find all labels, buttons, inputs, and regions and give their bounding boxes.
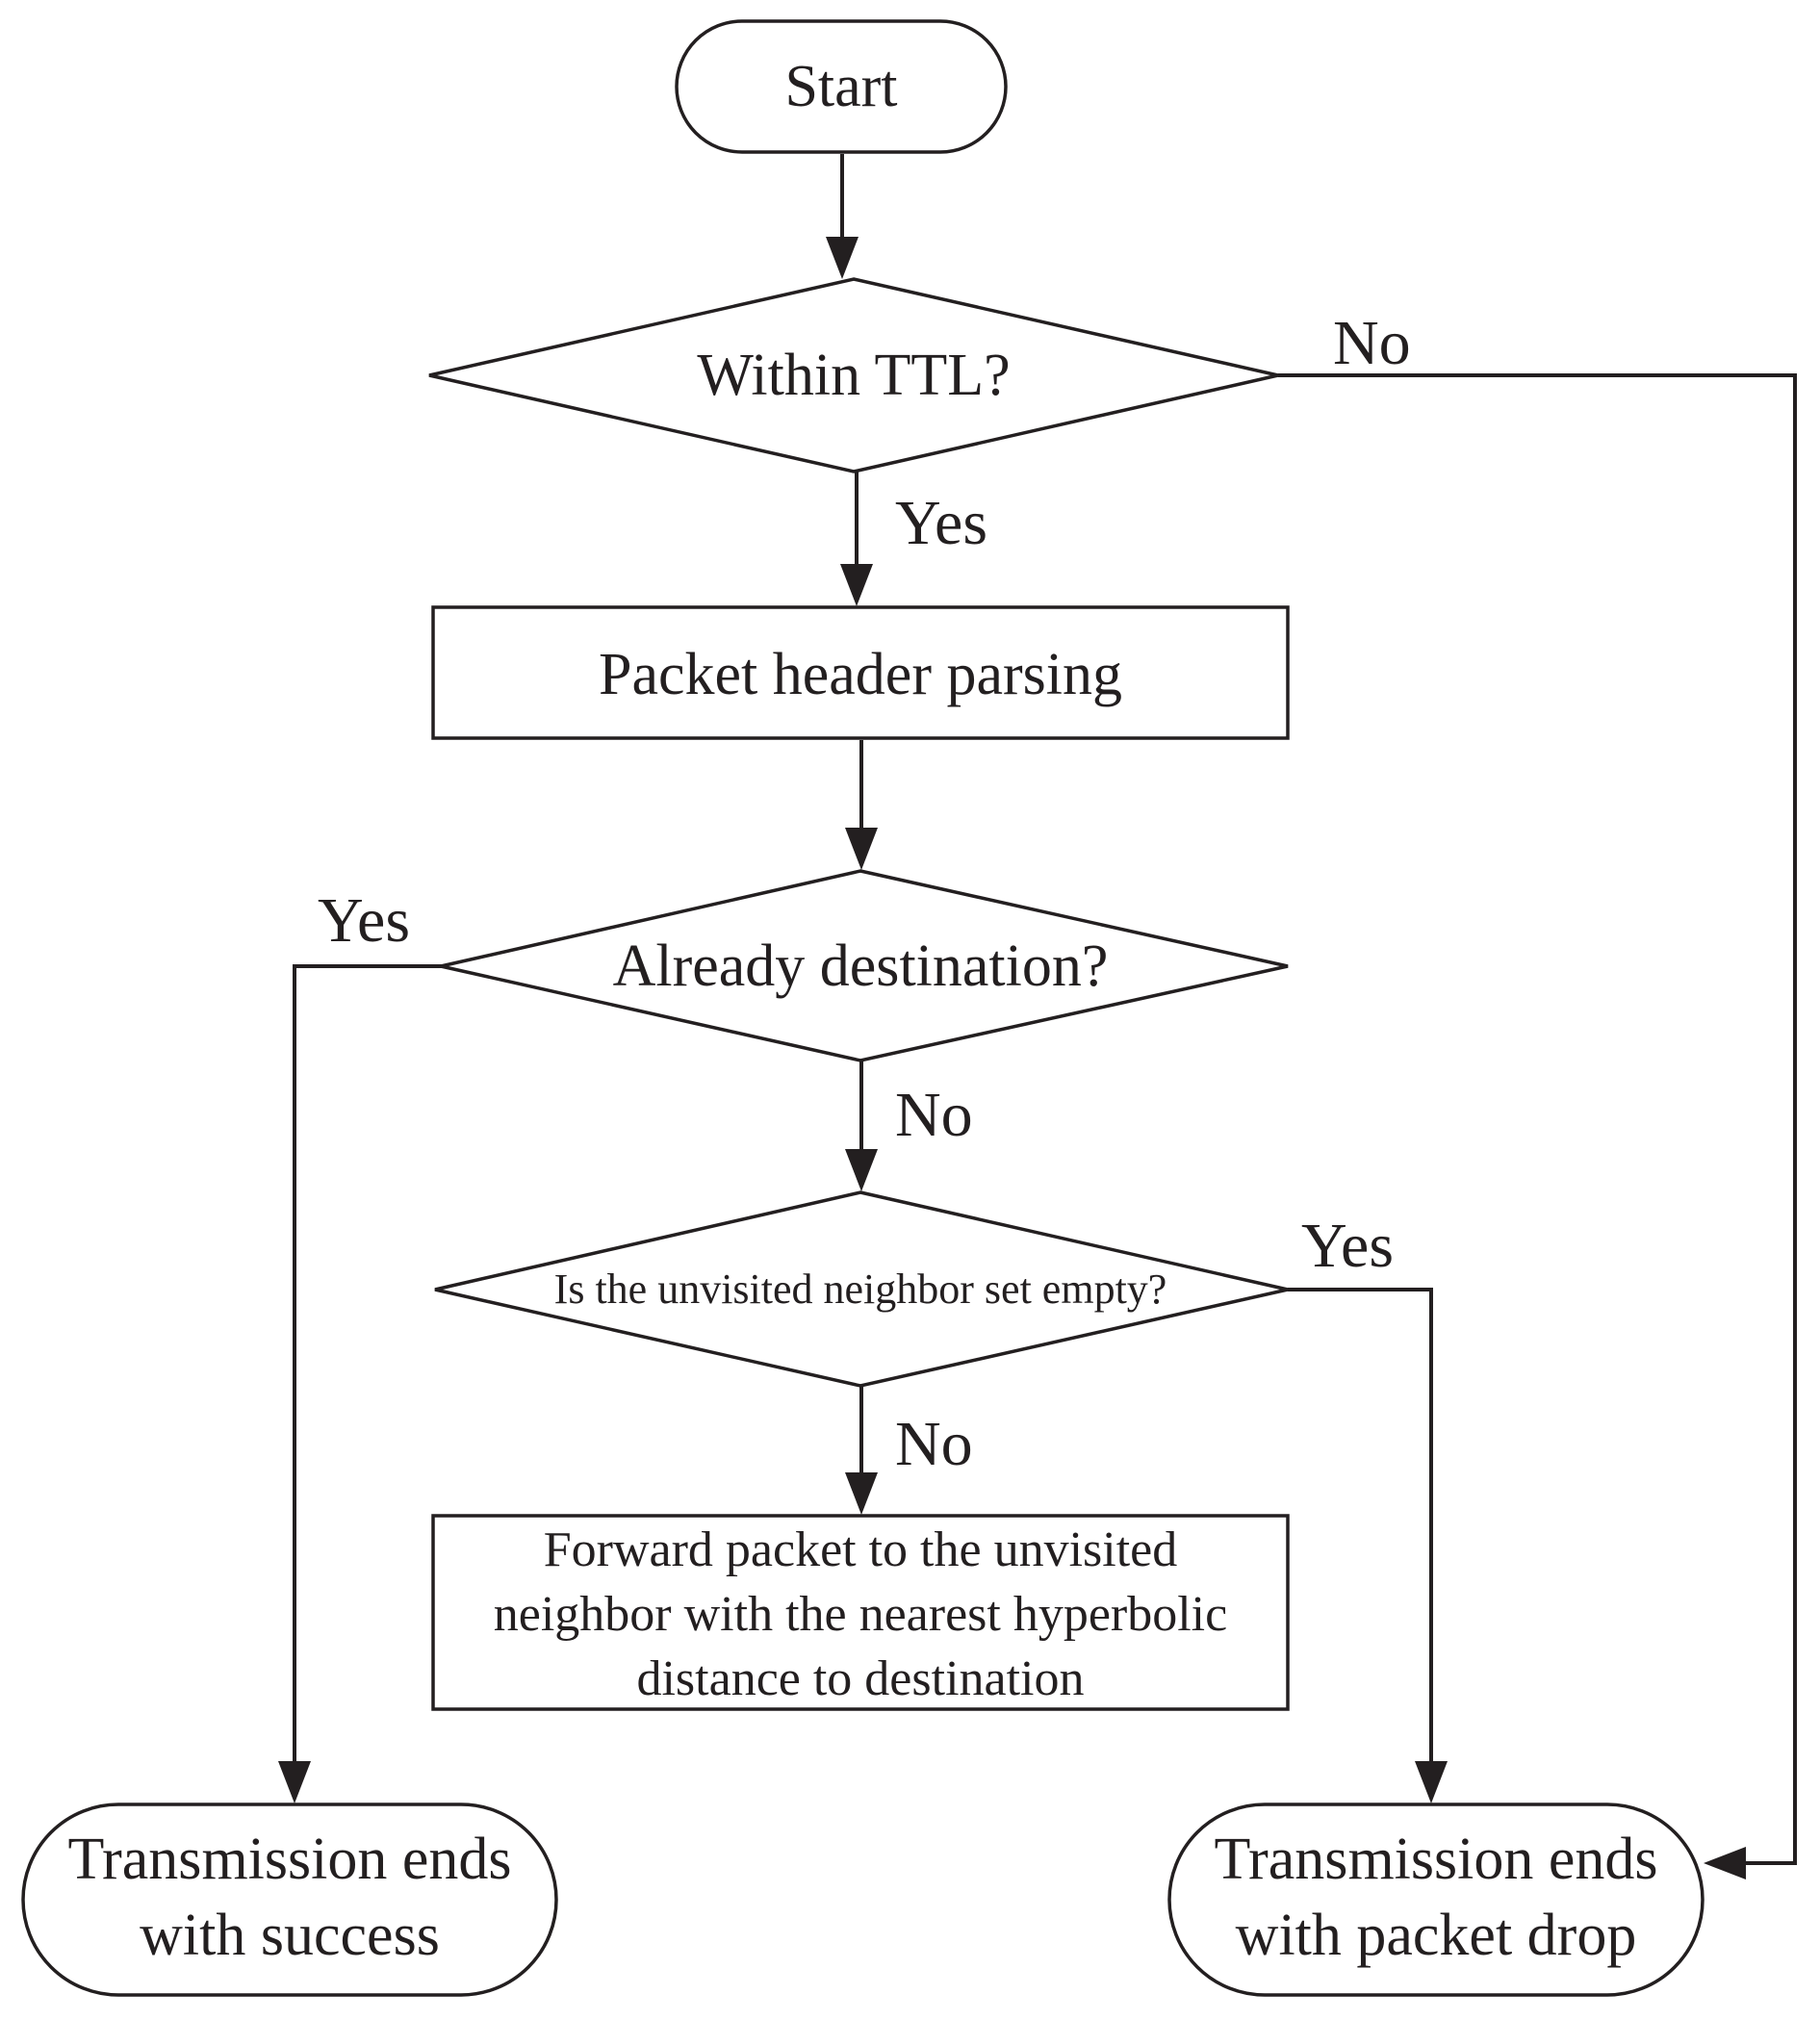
parse-process-label: Packet header parsing xyxy=(599,642,1122,707)
ttl-decision-label: Within TTL? xyxy=(697,343,1010,408)
arrowhead-parse-dest xyxy=(845,828,878,870)
forward-process-line-1: Forward packet to the unvisited xyxy=(544,1522,1178,1577)
empty-yes-label: Yes xyxy=(1301,1211,1394,1281)
forward-process-line-2: neighbor with the nearest hyperbolic xyxy=(494,1587,1227,1642)
dest-no-label: No xyxy=(895,1080,973,1150)
arrowhead-ttl-parse xyxy=(840,564,873,606)
arrowhead-dest-empty xyxy=(845,1149,878,1191)
start-node-label: Start xyxy=(784,54,897,119)
edge-dest-success xyxy=(293,964,443,1767)
drop-terminal-line-1: Transmission ends xyxy=(1214,1827,1657,1892)
edge-ttl-drop xyxy=(1278,373,1797,1865)
ttl-decision: Within TTL? xyxy=(428,277,1279,473)
dest-decision-label: Already destination? xyxy=(613,933,1109,999)
forward-process-line-3: distance to destination xyxy=(636,1651,1084,1706)
drop-terminal: Transmission ends with packet drop xyxy=(1167,1803,1705,1997)
empty-no-label: No xyxy=(895,1409,973,1479)
ttl-no-label: No xyxy=(1333,308,1411,378)
forward-process: Forward packet to the unvisited neighbor… xyxy=(431,1514,1290,1711)
arrowhead-start-ttl xyxy=(826,237,859,279)
parse-process: Packet header parsing xyxy=(431,605,1290,740)
arrowhead-empty-drop xyxy=(1415,1761,1448,1803)
dest-decision: Already destination? xyxy=(440,869,1289,1062)
empty-decision-label: Is the unvisited neighbor set empty? xyxy=(554,1266,1167,1313)
empty-decision: Is the unvisited neighbor set empty? xyxy=(434,1190,1289,1388)
arrowhead-empty-forward xyxy=(845,1472,878,1515)
start-node: Start xyxy=(675,19,1008,154)
success-terminal-line-1: Transmission ends xyxy=(67,1827,511,1892)
drop-terminal-line-2: with packet drop xyxy=(1236,1903,1637,1968)
success-terminal: Transmission ends with success xyxy=(21,1803,558,1997)
edge-empty-drop xyxy=(1288,1288,1433,1767)
arrowhead-ttl-drop xyxy=(1704,1847,1746,1879)
success-terminal-line-2: with success xyxy=(140,1903,440,1968)
dest-yes-label: Yes xyxy=(318,885,410,956)
arrowhead-dest-success xyxy=(278,1761,311,1803)
ttl-yes-label: Yes xyxy=(895,488,987,558)
